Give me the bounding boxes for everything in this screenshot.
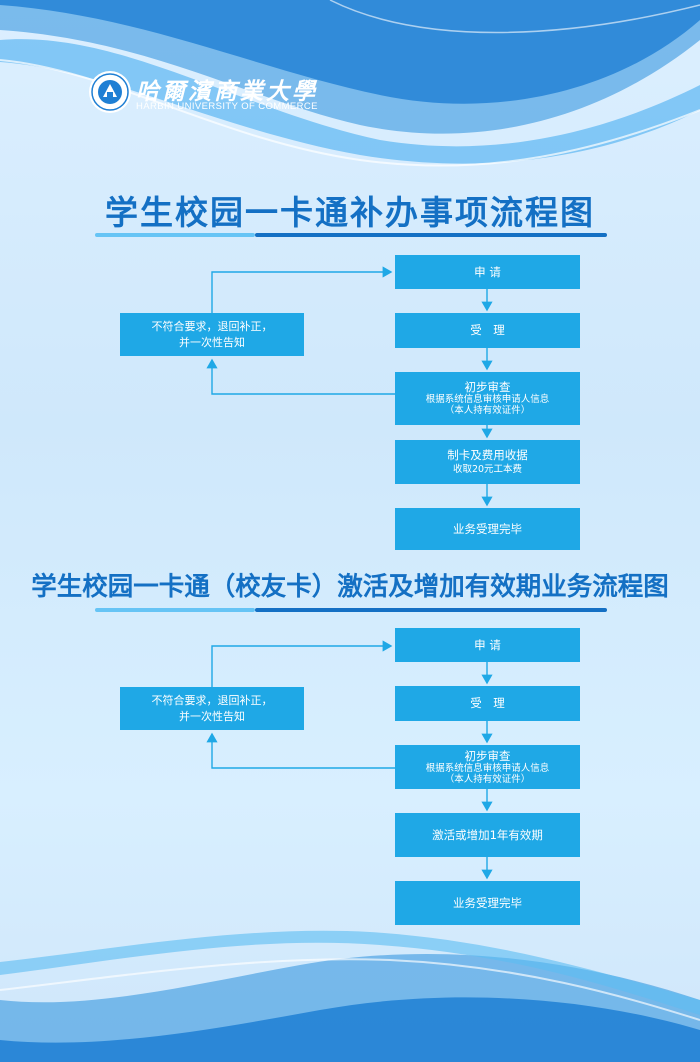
flow2-reject-line2: 并一次性告知: [179, 710, 245, 723]
logo-chinese-name: 哈爾濱商業大學: [136, 78, 318, 105]
flow2-title: 学生校园一卡通（校友卡）激活及增加有效期业务流程图: [31, 572, 669, 602]
flow1-reject-box: 不符合要求，退回补正， 并一次性告知: [120, 313, 304, 356]
flow1-step-complete: 业务受理完毕: [395, 508, 580, 550]
flow2-reject-box: 不符合要求，退回补正， 并一次性告知: [120, 687, 304, 730]
flow2-reject-return: [206, 732, 395, 769]
university-logo: 哈爾濱商業大學 HARBIN UNIVERSITY OF COMMERCE: [88, 70, 318, 118]
flow1-step-card-fee-detail: 收取20元工本费: [452, 464, 523, 475]
flow2-step-complete-label: 业务受理完毕: [453, 895, 522, 910]
flow1-step-accept-label: 受 理: [470, 323, 505, 337]
flow1-step-apply-label: 申 请: [474, 264, 501, 279]
flow1-reject-return: [206, 358, 395, 395]
flow1-step-accept: 受 理: [395, 313, 580, 348]
flow1-step-review-note: （本人持有效证件）: [444, 405, 531, 416]
flow1-step-card-fee: 制卡及费用收据 收取20元工本费: [395, 440, 580, 484]
flow2-step-activate-label: 激活或增加1年有效期: [432, 827, 543, 842]
flow1-step-card-fee-label: 制卡及费用收据: [447, 448, 528, 462]
flow2-step-review-note: （本人持有效证件）: [444, 773, 531, 785]
flow2-title-underline-light: [95, 608, 255, 612]
flow1-step-review: 初步审查 根据系统信息审核申请人信息 （本人持有效证件）: [395, 372, 580, 425]
flow1-title-underline-dark: [255, 233, 607, 237]
flow2-step-complete: 业务受理完毕: [395, 881, 580, 925]
flow1-reject-line2: 并一次性告知: [179, 336, 245, 349]
flow2-resubmit: [211, 640, 393, 687]
flow2-step-review: 初步审查 根据系统信息审核申请人信息 （本人持有效证件）: [395, 745, 580, 789]
flow2-title-underline-dark: [255, 608, 607, 612]
university-seal-icon: [89, 71, 131, 113]
flow2-step-activate: 激活或增加1年有效期: [395, 813, 580, 857]
flow1-step-review-detail: 根据系统信息审核申请人信息: [425, 394, 550, 405]
flow2-reject-line1: 不符合要求，退回补正，: [151, 694, 273, 707]
flow1-title: 学生校园一卡通补办事项流程图: [105, 193, 595, 232]
flow1-step-apply: 申 请: [395, 255, 580, 289]
flow1-resubmit: [211, 266, 393, 313]
flow1-step-review-label: 初步审查: [464, 380, 511, 394]
logo-english-name: HARBIN UNIVERSITY OF COMMERCE: [136, 101, 318, 112]
flow2-step-review-detail: 根据系统信息审核申请人信息: [425, 762, 550, 774]
flow2-step-review-label: 初步审查: [464, 748, 511, 763]
flow1-reject-line1: 不符合要求，退回补正，: [151, 320, 273, 333]
flow1-step-complete-label: 业务受理完毕: [453, 521, 522, 536]
flow2-step-apply: 申 请: [395, 628, 580, 662]
flow2-step-accept: 受 理: [395, 686, 580, 721]
flow1-title-underline-light: [95, 233, 255, 237]
flow2-step-accept-label: 受 理: [470, 696, 505, 710]
flow2-step-apply-label: 申 请: [474, 637, 501, 652]
